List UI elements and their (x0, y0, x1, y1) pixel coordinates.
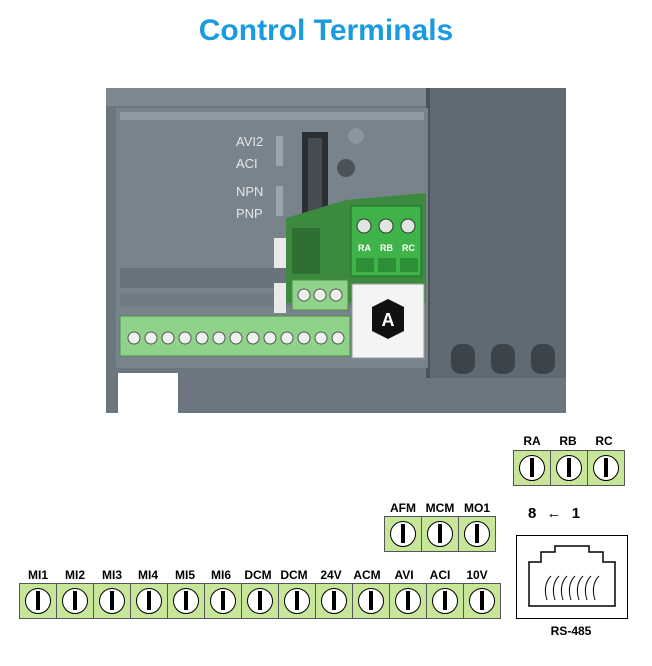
main-label: 24V (320, 568, 342, 582)
rs485-pin-right: 1 (571, 505, 581, 522)
aout-label-afm: AFM (390, 501, 416, 515)
page-title: Control Terminals (198, 14, 454, 47)
main-label: AVI (394, 568, 414, 582)
terminal-afm (385, 517, 422, 551)
label-aci: ACI (236, 156, 258, 171)
terminal-rc (588, 451, 624, 485)
terminal-mi5 (168, 584, 205, 618)
main-label: ACI (429, 568, 451, 582)
terminal-rb (551, 451, 588, 485)
relay-label-ra: RA (523, 434, 541, 448)
main-label: MI5 (174, 568, 195, 582)
terminal-mi4 (131, 584, 168, 618)
terminal-mi3 (94, 584, 131, 618)
terminal-mcm (422, 517, 459, 551)
label-avi2: AVI2 (236, 134, 263, 149)
screw-icon (358, 588, 384, 614)
screw-icon (427, 521, 453, 547)
screw-icon (519, 455, 545, 481)
screw-icon (284, 588, 310, 614)
photo-relay-ra: RA (358, 243, 371, 253)
screw-icon (136, 588, 162, 614)
label-npn: NPN (236, 184, 263, 199)
main-terminal-block (19, 583, 501, 619)
rs485-caption: RS-485 (550, 624, 592, 638)
screw-icon (25, 588, 51, 614)
screw-icon (247, 588, 273, 614)
screw-icon (173, 588, 199, 614)
screw-icon (593, 455, 619, 481)
main-label: MI3 (101, 568, 122, 582)
terminal-mo1 (459, 517, 495, 551)
rj45-socket-icon (528, 545, 616, 607)
dip-switch-2 (274, 283, 286, 313)
terminal-ra (514, 451, 551, 485)
marker-a-text: A (382, 310, 395, 330)
analog-out-terminal-block (384, 516, 496, 552)
rs485-pin-order: 8 ← 1 (528, 505, 580, 522)
rs485-pin-left: 8 (528, 505, 537, 522)
photo-cutout (118, 373, 178, 413)
aout-label-mo1: MO1 (463, 501, 490, 515)
terminal-avi (390, 584, 427, 618)
photo-main-screws (127, 331, 345, 345)
relay-label-rb: RB (559, 434, 577, 448)
main-label: MI1 (27, 568, 48, 582)
terminal-mi2 (57, 584, 94, 618)
screw-icon (321, 588, 347, 614)
main-label: 10V (466, 568, 488, 582)
rs485-port (516, 535, 628, 619)
screw-icon (395, 588, 421, 614)
terminal-aci (427, 584, 464, 618)
terminal-mi1 (20, 584, 57, 618)
main-label: MI4 (137, 568, 158, 582)
screw-icon (210, 588, 236, 614)
screw-icon (390, 521, 416, 547)
terminal-acm (353, 584, 390, 618)
screw-icon (432, 588, 458, 614)
main-label: DCM (280, 568, 308, 582)
screw-icon (469, 588, 495, 614)
screw-icon (556, 455, 582, 481)
aout-label-mcm: MCM (425, 501, 455, 515)
dip-switch (274, 238, 286, 268)
relay-terminal-block (513, 450, 625, 486)
main-label: DCM (244, 568, 272, 582)
main-label: MI6 (210, 568, 231, 582)
terminal-dcm-2 (279, 584, 316, 618)
housing-right-panel (428, 88, 566, 378)
main-label: ACM (353, 568, 381, 582)
terminal-dcm (242, 584, 279, 618)
photo-relay-rc: RC (402, 243, 415, 253)
housing-top-edge (106, 88, 446, 106)
marker-a-badge (372, 299, 404, 339)
arrow-left-icon: ← (546, 505, 562, 522)
terminal-mi6 (205, 584, 242, 618)
label-pnp: PNP (236, 206, 263, 221)
screw-icon (62, 588, 88, 614)
terminal-24v (316, 584, 353, 618)
terminal-10v (464, 584, 500, 618)
relay-label-rc: RC (595, 434, 613, 448)
main-label: MI2 (64, 568, 85, 582)
screw-icon (464, 521, 490, 547)
screw-icon (99, 588, 125, 614)
drive-photo: AVI2 ACI NPN PNP RA RB RC A (106, 88, 566, 413)
photo-relay-rb: RB (380, 243, 393, 253)
